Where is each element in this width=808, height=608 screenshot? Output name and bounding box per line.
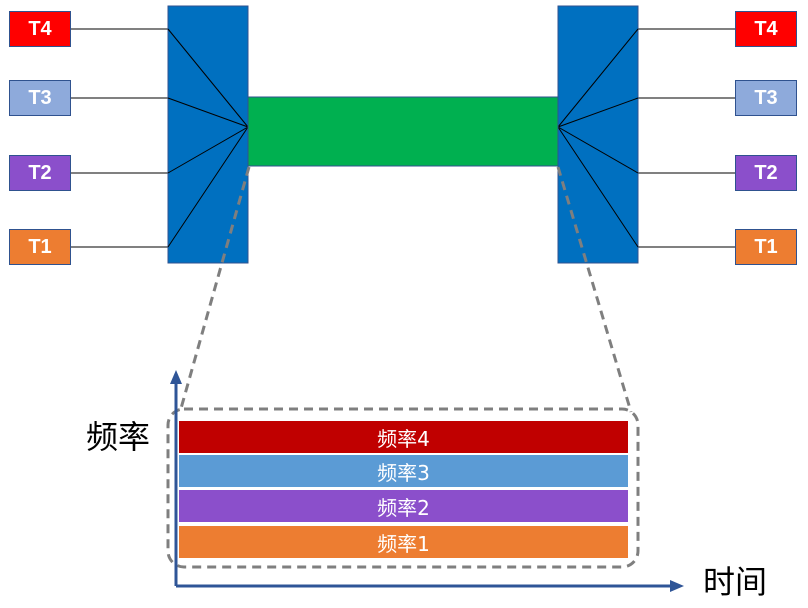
zoom-frame [166,407,640,569]
terminal-t4-right: T4 [735,11,797,47]
zoom-line-left [178,166,251,413]
frequency-band-4: 频率4 [178,420,629,454]
zoom-callout [166,166,640,569]
terminal-t2-left: T2 [9,155,71,191]
x-axis-label: 时间 [703,563,768,601]
terminal-t3-left: T3 [9,80,71,116]
frequency-band-2: 频率2 [178,489,629,523]
y-axis-label: 频率 [86,418,151,456]
shared-channel [247,96,559,167]
x-axis-arrow [670,580,684,592]
terminal-t4-left: T4 [9,11,71,47]
zoom-line-right [556,166,633,413]
terminal-connectors [71,28,735,248]
left-fan-line [167,97,249,128]
left-multiplexer [167,5,249,264]
right-fan-line [557,126,639,174]
right-mux-fan-lines [557,28,639,248]
right-multiplexer [557,5,639,264]
right-fan-line [557,97,639,128]
right-fan-line [557,28,639,128]
left-mux-fan-lines [167,28,249,248]
left-fan-line [167,28,249,128]
frequency-band-1: 频率1 [178,525,629,559]
terminal-t2-right: T2 [735,155,797,191]
frequency-band-3: 频率3 [178,454,629,488]
left-fan-line [167,126,249,248]
terminal-t1-right: T1 [735,229,797,265]
y-axis-arrow [170,370,182,384]
right-fan-line [557,126,639,248]
left-fan-line [167,126,249,174]
frequency-time-axes [170,370,684,592]
terminal-t1-left: T1 [9,229,71,265]
terminal-t3-right: T3 [735,80,797,116]
